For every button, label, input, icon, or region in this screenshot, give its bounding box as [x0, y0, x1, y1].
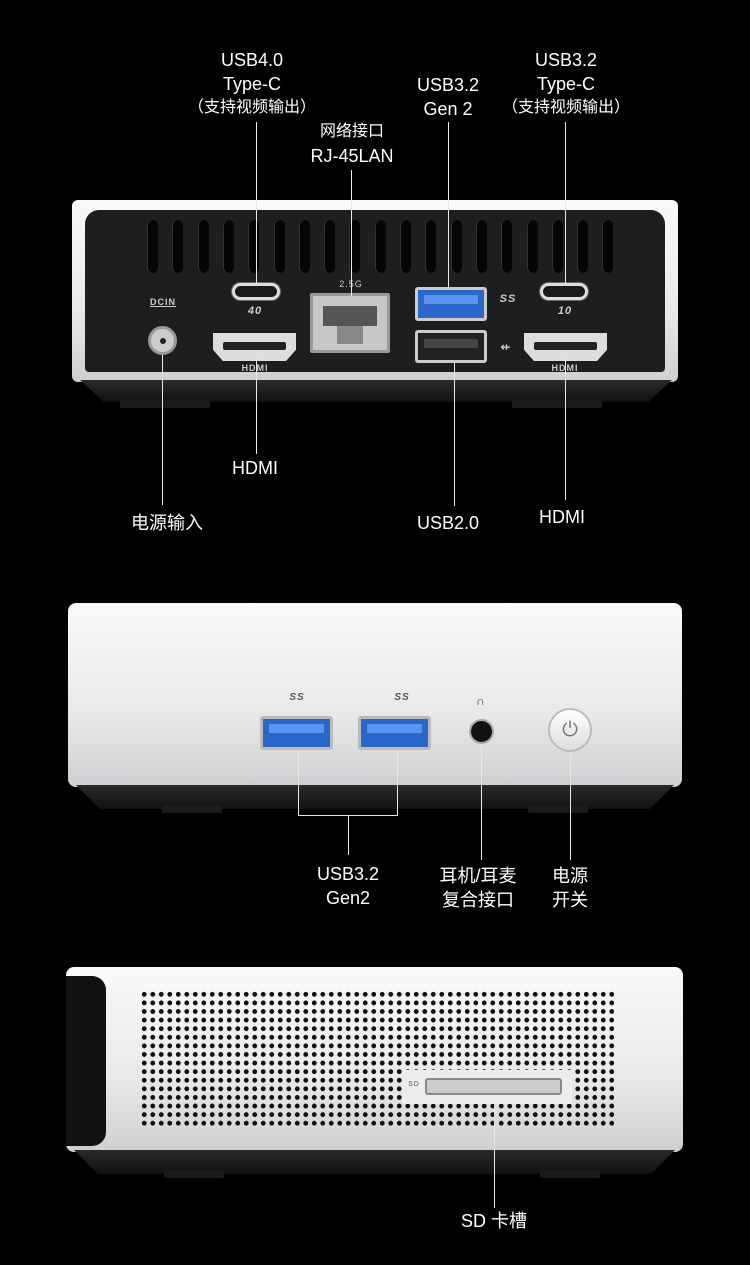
- label-sd-slot: SD 卡槽: [460, 1211, 528, 1231]
- superspeed-usb-icon: SS: [499, 293, 517, 305]
- label-hdmi-right: HDMI: [539, 507, 585, 527]
- leader-line: [448, 122, 449, 288]
- sd-card-slot: [425, 1078, 562, 1095]
- front-device-body: [68, 603, 682, 787]
- audio-jack: [469, 719, 494, 744]
- leader-line: [565, 122, 566, 284]
- dcin-text: DCIN: [150, 297, 176, 307]
- leader-line: [348, 815, 349, 855]
- hdmi-text: HDMI: [241, 363, 269, 373]
- perforated-vent: [140, 990, 614, 1128]
- vent-slot: [222, 220, 234, 273]
- vent-slot: [172, 220, 184, 273]
- usb-icon: ⇷: [500, 340, 512, 354]
- label-audio: 耳机/耳麦 复合接口: [439, 864, 516, 912]
- label-line: USB3.2: [316, 864, 380, 884]
- label-line: 电源: [552, 866, 588, 886]
- usb4-typec-port: [232, 283, 280, 300]
- device-foot: [120, 400, 210, 408]
- vent-slot: [147, 220, 158, 273]
- device-foot: [512, 400, 602, 408]
- label-power-input: 电源输入: [131, 513, 203, 533]
- label-line: Type-C: [222, 74, 282, 94]
- hdmi-port-right: [524, 333, 607, 361]
- rj45-port: [310, 293, 390, 353]
- side-device-edge: [66, 976, 106, 1146]
- label-line: 网络接口: [319, 123, 384, 140]
- leader-line: [162, 355, 163, 505]
- leader-line: [256, 358, 257, 454]
- vent-slot: [425, 220, 437, 273]
- vent-slot: [324, 220, 336, 273]
- vent-slot: [475, 220, 487, 273]
- front-usb32-port-2: [358, 716, 431, 750]
- device-foot: [540, 1170, 600, 1178]
- vent-slot: [298, 220, 310, 273]
- vent-slot: [602, 220, 614, 273]
- leader-line: [481, 745, 482, 860]
- usb-10gbps-logo: 10: [557, 305, 573, 317]
- power-icon: ⏻: [562, 718, 578, 741]
- label-line: RJ-45LAN: [310, 146, 394, 166]
- label-lan: 网络接口 RJ-45LAN: [310, 120, 393, 168]
- label-usb32-gen2: USB3.2 Gen 2: [417, 73, 479, 121]
- lan-speed-text: 2.5G: [339, 279, 363, 289]
- device-foot: [528, 805, 588, 813]
- vent-slot: [248, 220, 260, 273]
- front-usb32-port-1: [260, 716, 333, 750]
- label-usb32-typec: USB3.2 Type-C （支持视频输出）: [502, 48, 630, 120]
- usb32-typec-port: [540, 283, 588, 300]
- vent-slot: [349, 220, 361, 273]
- rear-device-base: [80, 380, 672, 402]
- label-line: （支持视频输出）: [501, 99, 631, 116]
- label-power-switch: 电源 开关: [552, 864, 588, 912]
- hdmi-port-left: [213, 333, 296, 361]
- label-line: Gen 2: [423, 99, 473, 119]
- power-button[interactable]: ⏻: [548, 708, 592, 752]
- label-line: 复合接口: [441, 890, 514, 910]
- leader-line: [454, 362, 455, 506]
- leader-line: [298, 752, 299, 815]
- usb32-gen2-port: [415, 287, 487, 321]
- hdmi-text: HDMI: [552, 363, 579, 373]
- vent-slot: [551, 220, 563, 273]
- label-line: 开关: [552, 890, 588, 910]
- label-line: USB3.2: [534, 50, 598, 70]
- label-line: USB3.2: [416, 75, 480, 95]
- leader-line: [494, 1095, 495, 1208]
- vent-slot: [501, 220, 513, 273]
- label-usb20: USB2.0: [416, 513, 480, 533]
- thunderbolt-40-logo: 40: [247, 305, 263, 317]
- label-line: USB4.0: [220, 50, 284, 70]
- leader-line: [351, 170, 352, 296]
- headphone-icon: ∩: [476, 694, 486, 708]
- vent-slot: [273, 220, 285, 273]
- label-line: 耳机/耳麦: [439, 866, 517, 886]
- vent-slot: [400, 220, 411, 273]
- label-usb4: USB4.0 Type-C （支持视频输出）: [188, 48, 316, 120]
- vent-slot: [526, 220, 538, 273]
- superspeed-usb-icon: SS: [289, 692, 305, 703]
- device-foot: [164, 1170, 224, 1178]
- leader-line: [397, 752, 398, 815]
- vent-slot: [577, 220, 589, 273]
- superspeed-usb-icon: SS: [394, 692, 410, 703]
- sd-card-icon: SD: [408, 1081, 420, 1088]
- label-line: Type-C: [536, 74, 596, 94]
- usb20-port: [415, 330, 487, 363]
- label-line: Gen2: [325, 888, 371, 908]
- leader-line: [565, 358, 566, 500]
- label-line: （支持视频输出）: [187, 99, 317, 116]
- leader-line: [570, 753, 571, 860]
- device-foot: [162, 805, 222, 813]
- label-hdmi-left: HDMI: [232, 458, 278, 478]
- dc-power-jack: [148, 326, 177, 355]
- leader-line: [256, 122, 257, 284]
- label-front-usb32: USB3.2 Gen2: [317, 862, 379, 910]
- vent-slot: [374, 220, 386, 273]
- vent-slot: [450, 220, 462, 273]
- vent-slot: [197, 220, 209, 273]
